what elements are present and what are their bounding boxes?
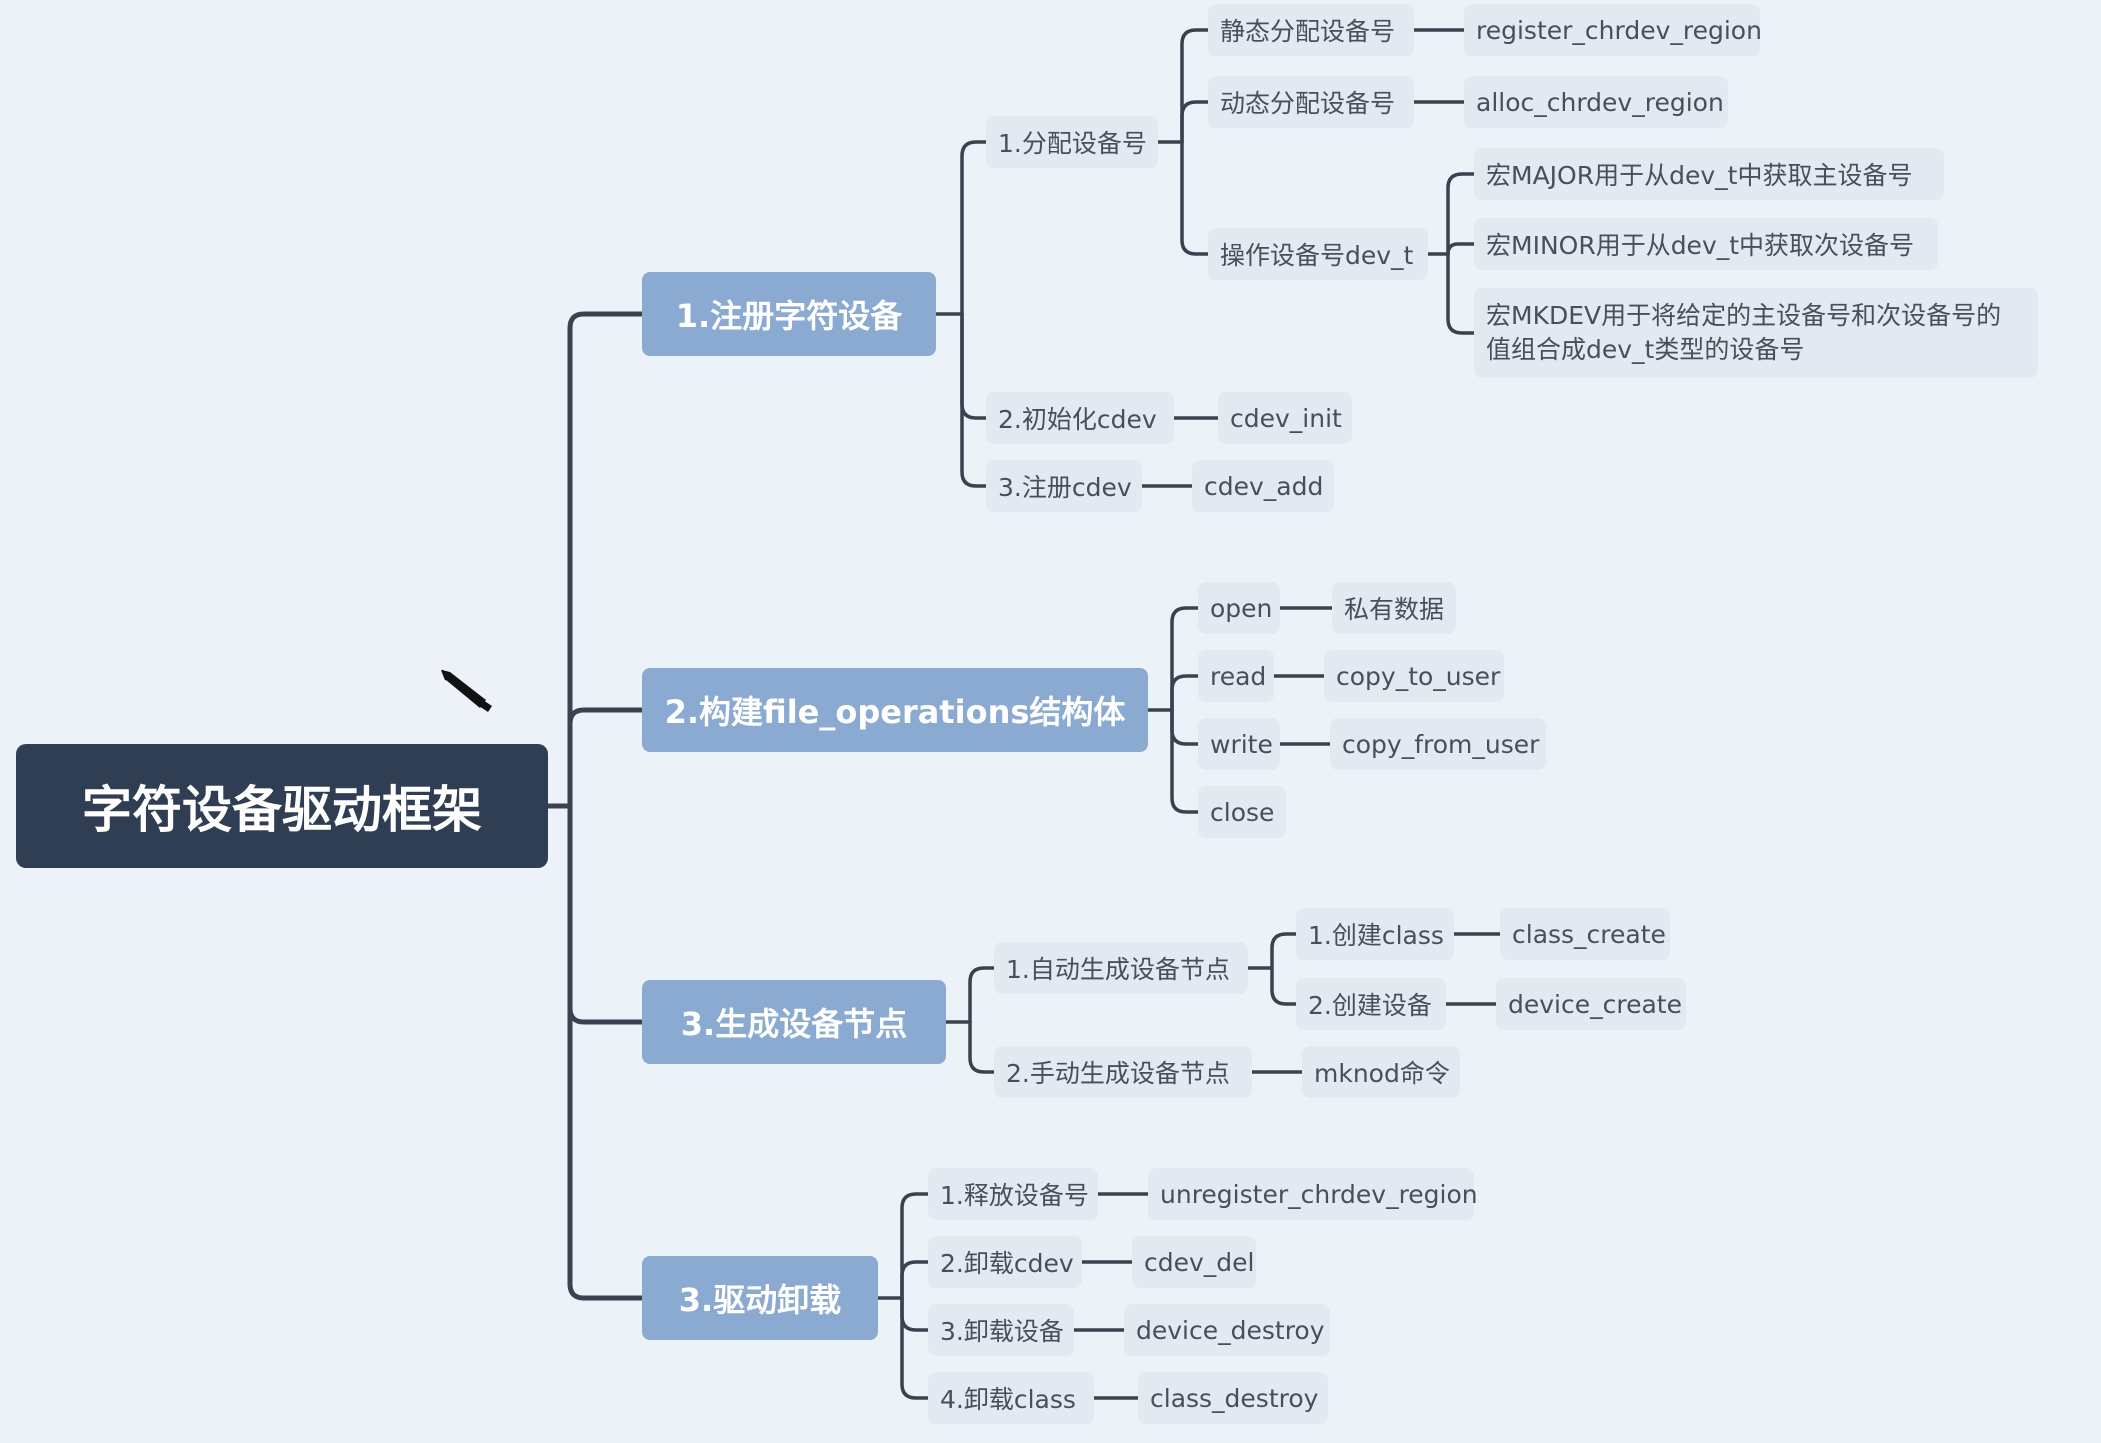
connector bbox=[1180, 140, 1210, 256]
connector bbox=[1170, 708, 1200, 746]
cdev-add-node[interactable]: cdev_add bbox=[1192, 460, 1334, 512]
fops-node[interactable]: 2.构建file_operations结构体 bbox=[642, 668, 1148, 752]
connector bbox=[567, 803, 645, 1025]
connector bbox=[960, 312, 988, 420]
alloc-node[interactable]: 1.分配设备号 bbox=[986, 116, 1158, 168]
connector bbox=[567, 707, 645, 809]
major-macro-node[interactable]: 宏MAJOR用于从dev_t中获取主设备号 bbox=[1474, 148, 1944, 200]
connector bbox=[1270, 932, 1298, 970]
mknod-node[interactable]: mknod命令 bbox=[1302, 1046, 1460, 1098]
unload-device-node[interactable]: 3.卸载设备 bbox=[928, 1304, 1074, 1356]
connector bbox=[1170, 674, 1200, 712]
private-data-node[interactable]: 私有数据 bbox=[1332, 582, 1456, 634]
register-chrdev-region-node[interactable]: register_chrdev_region bbox=[1464, 4, 1762, 56]
connector bbox=[900, 1192, 930, 1300]
connector bbox=[1446, 242, 1476, 256]
open-node[interactable]: open bbox=[1198, 582, 1280, 634]
unload-node[interactable]: 3.驱动卸载 bbox=[642, 1256, 878, 1340]
connector bbox=[960, 140, 988, 316]
connector bbox=[1180, 100, 1210, 144]
connector bbox=[900, 1296, 930, 1400]
connector bbox=[1180, 28, 1210, 144]
copy-from-user-node[interactable]: copy_from_user bbox=[1330, 718, 1546, 770]
init-cdev-node[interactable]: 2.初始化cdev bbox=[986, 392, 1174, 444]
minor-macro-node[interactable]: 宏MINOR用于从dev_t中获取次设备号 bbox=[1474, 218, 1938, 270]
connector bbox=[567, 803, 645, 1301]
device-destroy-node[interactable]: device_destroy bbox=[1124, 1304, 1330, 1356]
create-class-node[interactable]: 1.创建class bbox=[1296, 908, 1454, 960]
create-device-node[interactable]: 2.创建设备 bbox=[1296, 978, 1446, 1030]
manual-node[interactable]: 2.手动生成设备节点 bbox=[994, 1046, 1252, 1098]
close-node[interactable]: close bbox=[1198, 786, 1286, 838]
pen-cursor-icon bbox=[441, 669, 492, 712]
alloc-chrdev-region-node[interactable]: alloc_chrdev_region bbox=[1464, 76, 1728, 128]
auto-node[interactable]: 1.自动生成设备节点 bbox=[994, 942, 1248, 994]
release-devno-node[interactable]: 1.释放设备号 bbox=[928, 1168, 1098, 1220]
connector bbox=[960, 312, 988, 488]
device-create-node[interactable]: device_create bbox=[1496, 978, 1686, 1030]
write-node[interactable]: write bbox=[1198, 718, 1280, 770]
register-node[interactable]: 1.注册字符设备 bbox=[642, 272, 936, 356]
connector bbox=[968, 966, 996, 1024]
connector bbox=[900, 1260, 930, 1300]
cdev-init-node[interactable]: cdev_init bbox=[1218, 392, 1352, 444]
connector bbox=[968, 1020, 996, 1074]
mkdev-macro-node[interactable]: 宏MKDEV用于将给定的主设备号和次设备号的值组合成dev_t类型的设备号 bbox=[1474, 288, 2038, 378]
unload-cdev-node[interactable]: 2.卸载cdev bbox=[928, 1236, 1082, 1288]
class-destroy-node[interactable]: class_destroy bbox=[1138, 1372, 1328, 1424]
device-nodes-node[interactable]: 3.生成设备节点 bbox=[642, 980, 946, 1064]
connector bbox=[900, 1296, 930, 1332]
add-cdev-node[interactable]: 3.注册cdev bbox=[986, 460, 1142, 512]
dynamic-alloc-node[interactable]: 动态分配设备号 bbox=[1208, 76, 1414, 128]
cdev-del-node[interactable]: cdev_del bbox=[1132, 1236, 1256, 1288]
root-node[interactable]: 字符设备驱动框架 bbox=[16, 744, 548, 868]
unregister-chrdev-region-node[interactable]: unregister_chrdev_region bbox=[1148, 1168, 1478, 1220]
connector bbox=[1170, 708, 1200, 814]
connector bbox=[1270, 966, 1298, 1006]
devt-node[interactable]: 操作设备号dev_t bbox=[1208, 228, 1428, 280]
read-node[interactable]: read bbox=[1198, 650, 1274, 702]
connector bbox=[1446, 172, 1476, 256]
connector bbox=[1446, 252, 1476, 335]
connector bbox=[567, 311, 645, 809]
connector bbox=[1170, 606, 1200, 712]
static-alloc-node[interactable]: 静态分配设备号 bbox=[1208, 4, 1414, 56]
copy-to-user-node[interactable]: copy_to_user bbox=[1324, 650, 1504, 702]
class-create-node[interactable]: class_create bbox=[1500, 908, 1670, 960]
unload-class-node[interactable]: 4.卸载class bbox=[928, 1372, 1094, 1424]
